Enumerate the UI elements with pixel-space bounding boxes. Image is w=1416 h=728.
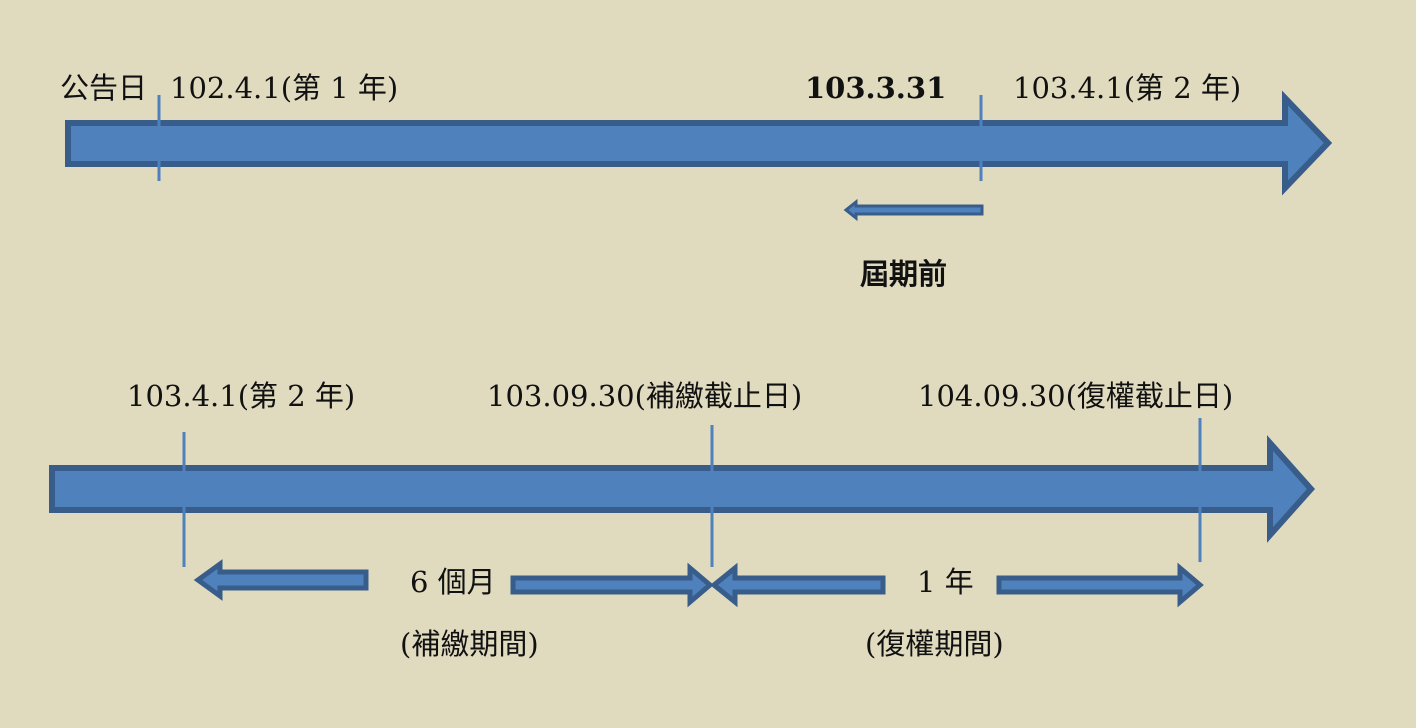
before-expiry-label: 屆期前 <box>860 257 948 291</box>
reinstatement-right-arrow <box>996 562 1204 608</box>
expiry-date-label: 103.3.31 <box>805 71 947 105</box>
reinstatement-left-arrow <box>710 562 886 608</box>
reinstatement-period-label: (復權期間) <box>865 627 1004 661</box>
payment-period-label: (補繳期間) <box>400 627 539 661</box>
bottom-year2-label: 103.4.1(第 2 年) <box>127 379 356 413</box>
payment-right-arrow <box>510 562 714 608</box>
start-date-label: 102.4.1(第 1 年) <box>170 71 399 105</box>
announce-label: 公告日 <box>60 71 148 105</box>
payment-deadline-label: 103.09.30(補繳截止日) <box>487 379 803 413</box>
payment-left-arrow <box>193 559 369 601</box>
one-year-label: 1 年 <box>917 565 974 599</box>
six-months-label: 6 個月 <box>410 565 496 599</box>
bottom-timeline-arrow <box>49 435 1316 543</box>
before-expiry-arrow <box>843 198 984 222</box>
reinstatement-deadline-label: 104.09.30(復權截止日) <box>918 379 1234 413</box>
year2-date-label: 103.4.1(第 2 年) <box>1013 71 1242 105</box>
top-timeline-arrow <box>65 90 1333 196</box>
